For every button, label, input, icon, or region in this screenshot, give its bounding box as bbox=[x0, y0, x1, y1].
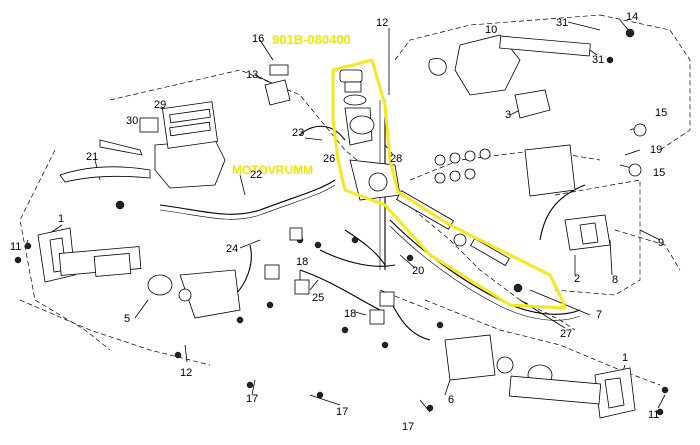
callout-21: 21 bbox=[86, 151, 98, 163]
callout-24: 24 bbox=[226, 243, 238, 255]
rear-master-cylinder bbox=[339, 69, 523, 293]
fittings bbox=[14, 64, 669, 416]
callout-2: 2 bbox=[574, 273, 580, 285]
callout-17: 17 bbox=[246, 393, 258, 405]
callout-7: 7 bbox=[596, 309, 602, 321]
part-number-label: 901B-080400 bbox=[272, 32, 351, 47]
callout-22: 22 bbox=[250, 169, 262, 181]
callout-15: 15 bbox=[655, 107, 667, 119]
callout-31: 31 bbox=[592, 54, 604, 66]
callout-labels: 1 1 2 3 5 6 7 8 9 10 11 11 12 12 13 14 1… bbox=[10, 11, 667, 433]
watermark-text: MOTOVRUMM bbox=[232, 163, 313, 177]
callout-30: 30 bbox=[126, 115, 138, 127]
callout-8: 8 bbox=[612, 274, 618, 286]
callout-3: 3 bbox=[505, 109, 511, 121]
callout-11: 11 bbox=[10, 241, 21, 253]
callout-31: 31 bbox=[556, 17, 568, 29]
left-caliper-assembly bbox=[37, 227, 241, 319]
callout-11: 11 bbox=[648, 409, 659, 421]
callout-1: 1 bbox=[622, 352, 628, 364]
callout-16: 16 bbox=[252, 33, 264, 45]
callout-15: 15 bbox=[653, 167, 665, 179]
front-master-cylinder bbox=[59, 101, 226, 210]
callout-12: 12 bbox=[376, 17, 388, 29]
callout-23: 23 bbox=[292, 127, 304, 139]
callout-17: 17 bbox=[336, 406, 348, 418]
callout-29: 29 bbox=[154, 99, 166, 111]
right-side-caliper-group bbox=[434, 123, 647, 251]
callout-9: 9 bbox=[658, 237, 664, 249]
callout-10: 10 bbox=[485, 24, 497, 36]
callout-28: 28 bbox=[390, 153, 402, 165]
callout-14: 14 bbox=[626, 11, 638, 23]
callout-12: 12 bbox=[180, 367, 192, 379]
callout-19: 19 bbox=[650, 144, 662, 156]
right-caliper-assembly bbox=[444, 334, 636, 419]
callout-27: 27 bbox=[560, 328, 572, 340]
callout-5: 5 bbox=[124, 313, 130, 325]
callout-6: 6 bbox=[448, 394, 454, 406]
callout-26: 26 bbox=[323, 153, 335, 165]
callout-25: 25 bbox=[312, 292, 324, 304]
callout-18: 18 bbox=[296, 256, 308, 268]
assembly-outlines bbox=[19, 14, 691, 386]
callout-18: 18 bbox=[344, 308, 356, 320]
callout-17: 17 bbox=[402, 421, 414, 433]
handlebar-control-assembly bbox=[428, 28, 635, 119]
callout-1: 1 bbox=[58, 213, 64, 225]
callout-13: 13 bbox=[246, 69, 258, 81]
highlight-outline bbox=[331, 58, 567, 310]
callout-20: 20 bbox=[412, 265, 424, 277]
